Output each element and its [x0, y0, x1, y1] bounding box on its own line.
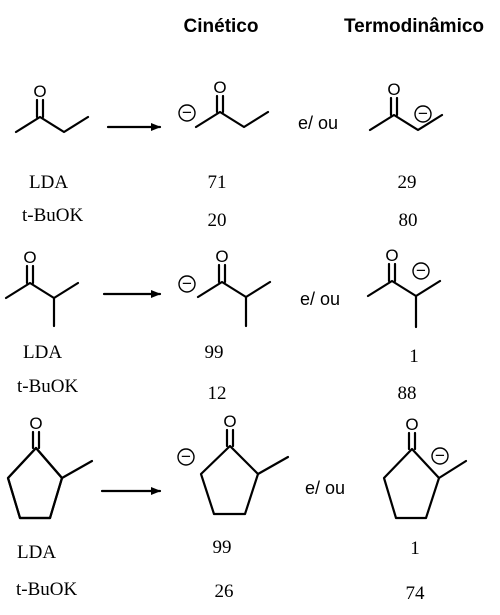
thermodynamic-value: 88	[398, 383, 417, 404]
carbanion-charge	[178, 275, 196, 293]
kinetic-value: 12	[208, 383, 227, 404]
kinetic-enolate-methylbutanone: O −	[178, 247, 272, 328]
header-thermodynamic: Termodinâmico	[344, 16, 484, 37]
connector-text: e/ ou	[300, 289, 340, 309]
minus-sign: −	[181, 447, 191, 466]
thermodynamic-value: 80	[399, 210, 418, 231]
carbanion-charge	[412, 262, 430, 280]
reactant-methylbutanone: O	[4, 248, 80, 328]
oxygen-atom: O	[29, 414, 42, 433]
kinetic-value: 71	[208, 172, 227, 193]
oxygen-atom: O	[387, 80, 400, 99]
reactant-butanone: O	[14, 82, 90, 134]
thermodynamic-value: 1	[410, 538, 420, 559]
thermo-enolate-methylcyclohexanone: O −	[382, 415, 468, 520]
thermodynamic-value: 74	[406, 583, 426, 604]
base-label: LDA	[29, 172, 68, 193]
oxygen-atom: O	[385, 246, 398, 265]
oxygen-atom: O	[405, 415, 418, 434]
base-label: LDA	[17, 542, 56, 563]
connector-text: e/ ou	[305, 478, 345, 498]
oxygen-atom: O	[23, 248, 36, 267]
header-kinetic: Cinético	[184, 16, 259, 37]
minus-sign: −	[416, 261, 426, 280]
oxygen-atom: O	[213, 78, 226, 97]
base-label: LDA	[23, 342, 62, 363]
base-label: t-BuOK	[16, 579, 78, 600]
thermo-enolate-methylbutanone: O −	[366, 246, 442, 329]
minus-sign: −	[435, 446, 445, 465]
kinetic-value: 99	[213, 537, 232, 558]
base-label: t-BuOK	[17, 376, 79, 397]
minus-sign: −	[182, 274, 192, 293]
connector-text: e/ ou	[298, 113, 338, 133]
thermodynamic-value: 29	[398, 172, 417, 193]
base-label: t-BuOK	[22, 205, 84, 226]
kinetic-enolate-butanone: O −	[178, 78, 270, 129]
carbanion-charge	[431, 447, 449, 465]
kinetic-value: 20	[208, 210, 227, 231]
minus-sign: −	[418, 104, 428, 123]
kinetic-value: 99	[205, 342, 224, 363]
minus-sign: −	[182, 103, 192, 122]
oxygen-atom: O	[223, 412, 236, 431]
kinetic-enolate-methylcyclohexanone: O −	[177, 412, 290, 516]
oxygen-atom: O	[33, 82, 46, 101]
thermodynamic-value: 1	[409, 346, 419, 367]
oxygen-atom: O	[215, 247, 228, 266]
reactant-methylcyclohexanone: O	[6, 414, 94, 520]
carbanion-charge	[414, 105, 432, 123]
thermo-enolate-butanone: O −	[368, 80, 444, 132]
kinetic-value: 26	[215, 581, 234, 602]
carbanion-charge	[178, 104, 196, 122]
carbanion-charge	[177, 448, 195, 466]
